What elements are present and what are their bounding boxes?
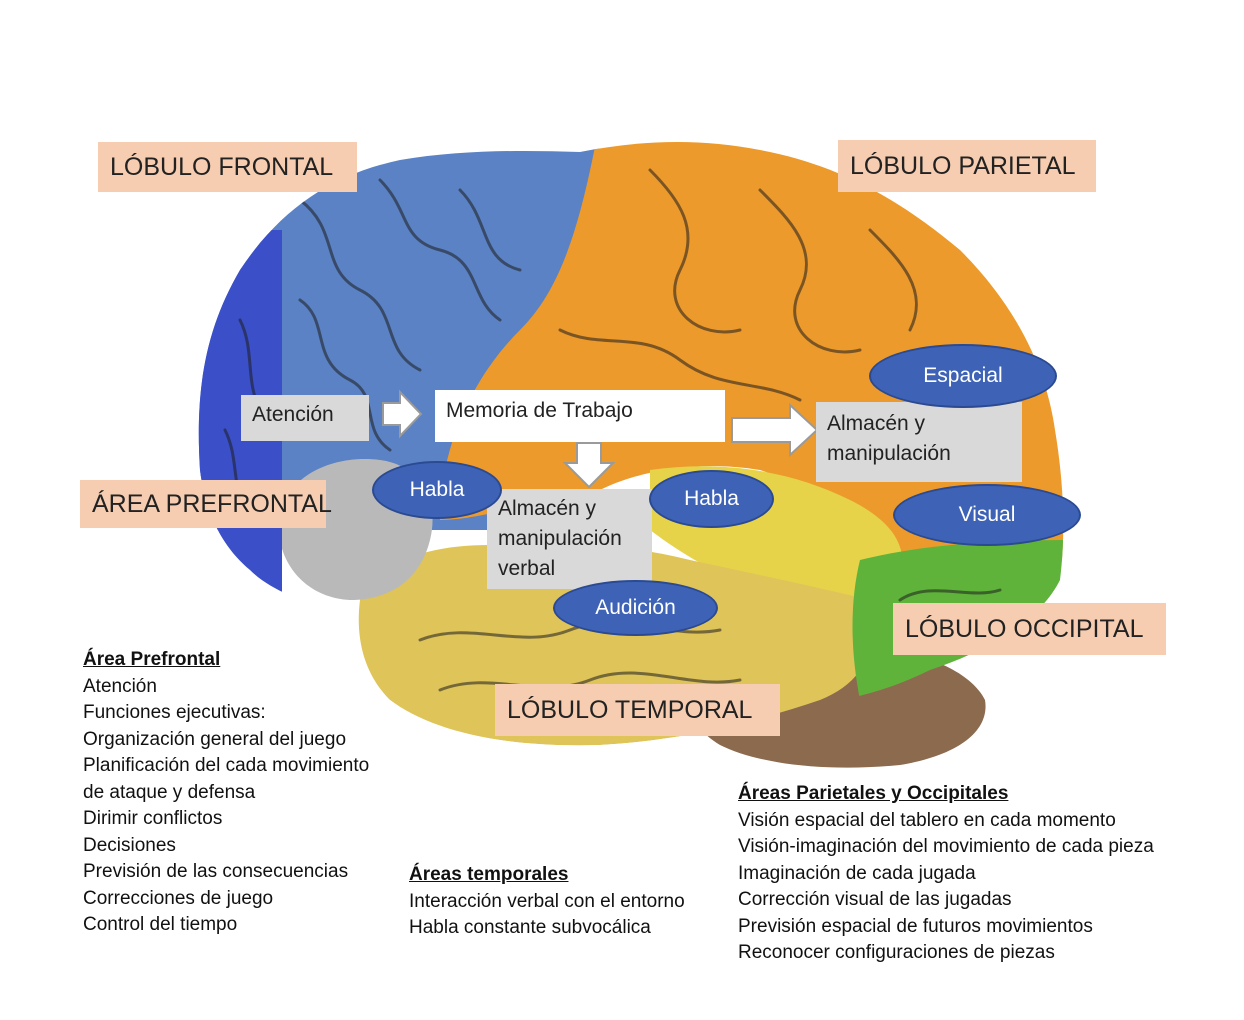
temporal-note-item: Habla constante subvocálica: [409, 917, 651, 938]
verbal-store-box: Almacén y manipulación verbal: [487, 489, 652, 589]
parietal-note-item: Visión-imaginación del movimiento de cad…: [738, 836, 1154, 857]
spatial-oval: Espacial: [869, 344, 1057, 408]
arrow-attention-to-memory: [382, 389, 423, 439]
occipital-lobe-label: LÓBULO OCCIPITAL: [893, 603, 1166, 655]
speech-oval-left: Habla: [372, 461, 502, 519]
speech-oval-right: Habla: [649, 470, 774, 528]
temporal-notes: Áreas temporales Interacción verbal con …: [409, 862, 685, 942]
prefrontal-note-item: Organización general del juego: [83, 728, 347, 750]
prefrontal-area-label: ÁREA PREFRONTAL: [80, 480, 332, 528]
visuospatial-store-line2: manipulación: [827, 442, 951, 465]
prefrontal-note-item: Control del tiempo: [83, 914, 238, 935]
verbal-store-line1: Almacén y: [498, 497, 597, 520]
parietal-note-item: Visión espacial del tablero en cada mome…: [738, 809, 1116, 831]
prefrontal-note-item: de ataque y defensa: [83, 781, 256, 803]
prefrontal-note-item: Atención: [83, 675, 157, 697]
prefrontal-note-item: Decisiones: [83, 834, 176, 856]
frontal-lobe-label: LÓBULO FRONTAL: [98, 142, 357, 192]
parietal-note-item: Reconocer configuraciones de piezas: [738, 942, 1055, 963]
temporal-lobe-label: LÓBULO TEMPORAL: [495, 684, 780, 736]
temporal-notes-title: Áreas temporales: [409, 864, 569, 885]
prefrontal-notes-title: Área Prefrontal: [83, 649, 221, 670]
arrow-memory-to-spatial-store: [731, 402, 819, 458]
parietal-note-item: Corrección visual de las jugadas: [738, 889, 1012, 910]
arrow-memory-to-verbal-store: [562, 442, 616, 489]
attention-box: Atención: [241, 395, 369, 441]
parietal-lobe-label: LÓBULO PARIETAL: [838, 140, 1096, 192]
verbal-store-line2: manipulación: [498, 527, 622, 550]
parietal-notes: Áreas Parietales y Occipitales Visión es…: [738, 781, 1154, 967]
visuospatial-store-box: Almacén y manipulación: [816, 402, 1022, 482]
parietal-note-item: Previsión espacial de futuros movimiento…: [738, 915, 1093, 937]
prefrontal-note-item: Dirimir conflictos: [83, 808, 223, 829]
prefrontal-note-item: Funciones ejecutivas:: [83, 702, 266, 723]
parietal-note-item: Imaginación de cada jugada: [738, 862, 976, 884]
visual-oval: Visual: [893, 484, 1081, 546]
visuospatial-store-line1: Almacén y: [827, 412, 926, 435]
prefrontal-note-item: Planificación del cada movimiento: [83, 755, 370, 776]
working-memory-box: Memoria de Trabajo: [435, 390, 725, 442]
prefrontal-notes: Área Prefrontal Atención Funciones ejecu…: [83, 647, 369, 939]
temporal-note-item: Interacción verbal con el entorno: [409, 890, 685, 912]
prefrontal-note-item: Previsión de las consecuencias: [83, 861, 349, 882]
verbal-store-line3: verbal: [498, 557, 556, 580]
prefrontal-note-item: Correcciones de juego: [83, 887, 274, 909]
hearing-oval: Audición: [553, 580, 718, 636]
parietal-notes-title: Áreas Parietales y Occipitales: [738, 783, 1009, 804]
